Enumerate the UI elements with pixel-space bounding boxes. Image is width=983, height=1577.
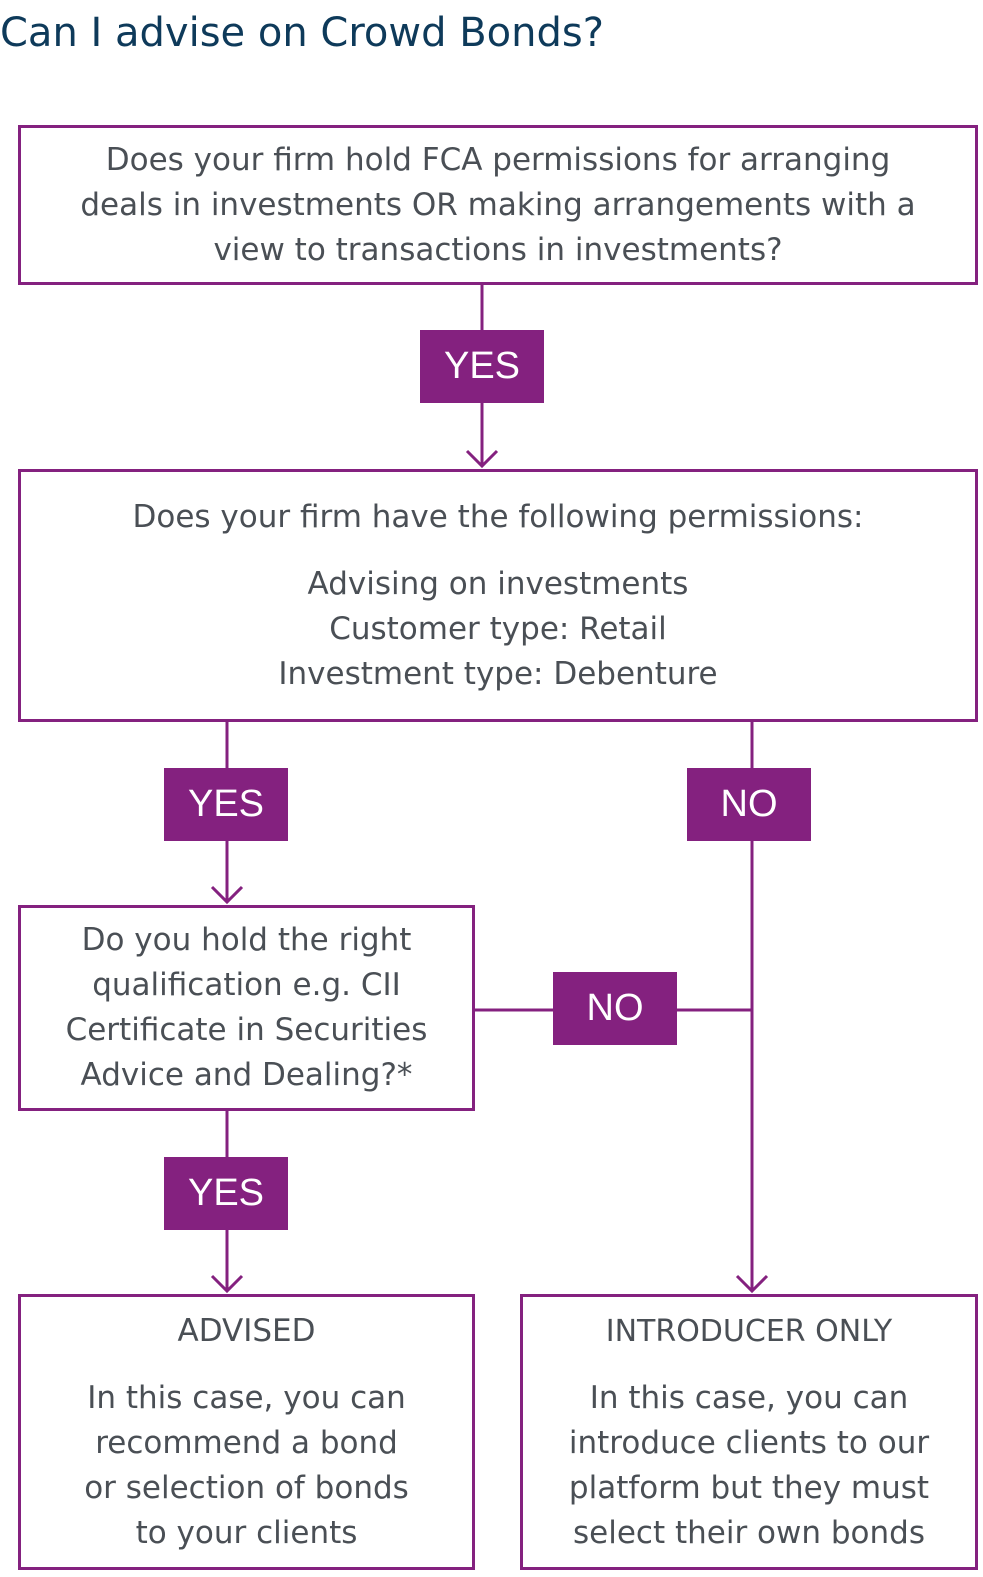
advised-line: or selection of bonds bbox=[84, 1470, 409, 1506]
page-title: Can I advise on Crowd Bonds? bbox=[0, 10, 604, 56]
introducer-heading: INTRODUCER ONLY bbox=[605, 1314, 893, 1349]
yes-tag-q1: YES bbox=[420, 330, 544, 403]
q2-line: Customer type: Retail bbox=[329, 610, 667, 647]
arrowhead-q2 bbox=[465, 449, 499, 469]
question-fca-permissions: Does your firm hold FCA permissions for … bbox=[18, 125, 978, 285]
introducer-line: select their own bonds bbox=[573, 1515, 925, 1551]
q2-line: Investment type: Debenture bbox=[278, 655, 718, 692]
q3-line: Do you hold the right bbox=[81, 922, 412, 958]
yes-tag-q2: YES bbox=[164, 768, 288, 841]
arrowhead-advised bbox=[210, 1274, 244, 1294]
arrowhead-introducer bbox=[735, 1274, 769, 1294]
question-advising-permissions: Does your firm have the following permis… bbox=[18, 469, 978, 722]
advised-line: In this case, you can bbox=[87, 1380, 406, 1416]
q1-line: Does your firm hold FCA permissions for … bbox=[105, 141, 891, 178]
advised-heading: ADVISED bbox=[177, 1313, 316, 1349]
result-advised: ADVISED In this case, you can recommend … bbox=[18, 1294, 475, 1570]
no-tag-q3: NO bbox=[553, 972, 677, 1045]
q3-line: Certificate in Securities bbox=[65, 1012, 428, 1048]
advised-line: recommend a bond bbox=[95, 1425, 398, 1461]
introducer-line: introduce clients to our bbox=[568, 1425, 930, 1461]
q3-line: Advice and Dealing?* bbox=[80, 1057, 413, 1093]
no-tag-q2: NO bbox=[687, 768, 811, 841]
introducer-line: In this case, you can bbox=[589, 1380, 909, 1416]
q1-line: deals in investments OR making arrangeme… bbox=[80, 186, 916, 223]
introducer-line: platform but they must bbox=[568, 1470, 930, 1506]
q3-line: qualification e.g. CII bbox=[92, 967, 401, 1003]
arrowhead-q3 bbox=[210, 885, 244, 905]
advised-line: to your clients bbox=[135, 1515, 358, 1551]
q2-line: Advising on investments bbox=[307, 565, 689, 602]
yes-tag-q3: YES bbox=[164, 1157, 288, 1230]
question-qualification: Do you hold the right qualification e.g.… bbox=[18, 905, 475, 1111]
result-introducer-only: INTRODUCER ONLY In this case, you can in… bbox=[520, 1294, 978, 1570]
q2-lead: Does your firm have the following permis… bbox=[132, 498, 864, 535]
q1-line: view to transactions in investments? bbox=[213, 231, 783, 268]
